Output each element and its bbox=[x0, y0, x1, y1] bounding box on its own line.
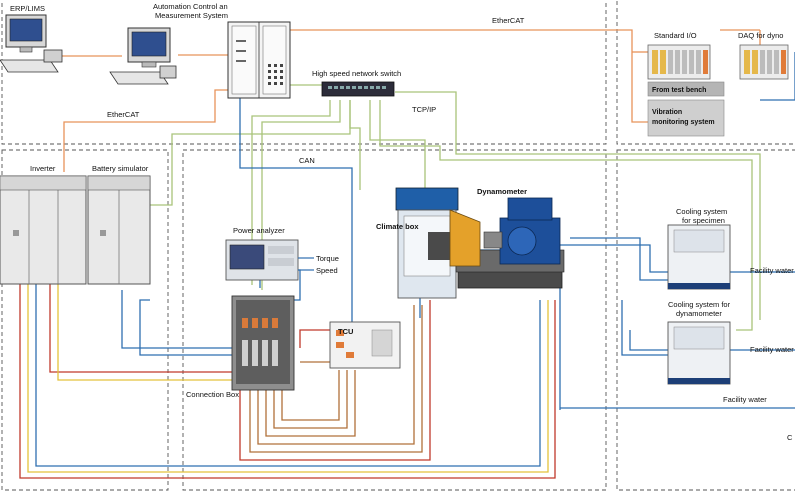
can-label: CAN bbox=[299, 156, 315, 165]
tcu-label: TCU bbox=[338, 327, 353, 336]
acms-label-line1: Automation Control an bbox=[153, 2, 228, 11]
cooling-specimen-label-line1: Cooling system bbox=[676, 207, 727, 216]
power-analyzer-label: Power analyzer bbox=[233, 226, 285, 235]
daq-dyno-label: DAQ for dyno bbox=[738, 31, 783, 40]
cooling-specimen-label-line2: for specimen bbox=[682, 216, 725, 225]
acms-computer-icon bbox=[109, 27, 177, 85]
acms-cabinet bbox=[227, 21, 291, 99]
climate-box-label: Climate box bbox=[376, 222, 419, 231]
speed-label: Speed bbox=[316, 266, 338, 275]
daq-dyno-module bbox=[739, 44, 789, 80]
from-test-bench-box bbox=[647, 81, 725, 97]
vibration-monitoring-box bbox=[647, 99, 725, 137]
switch-label: High speed network switch bbox=[312, 69, 401, 78]
ethercat-top-label: EtherCAT bbox=[492, 16, 525, 25]
dynamometer-label: Dynamometer bbox=[477, 187, 527, 196]
power-analyzer bbox=[225, 239, 299, 281]
network-switch bbox=[321, 81, 395, 97]
cooling-dyno-unit bbox=[667, 321, 731, 385]
erp-computer-icon bbox=[0, 14, 63, 73]
from-test-bench-label: From test bench bbox=[652, 87, 706, 94]
cooling-dyno-label-line1: Cooling system for bbox=[668, 300, 731, 309]
tcpip-label: TCP/IP bbox=[412, 105, 436, 114]
edge-cutoff-label: C bbox=[787, 433, 793, 442]
climate-box bbox=[395, 187, 459, 299]
connection-box bbox=[231, 295, 295, 391]
vibration-label-line1: Vibration bbox=[652, 109, 682, 116]
ethercat-lines bbox=[62, 29, 761, 172]
acms-label-line2: Measurement System bbox=[155, 11, 228, 20]
region-cooling-right bbox=[616, 149, 795, 491]
standard-io-label: Standard I/O bbox=[654, 31, 697, 40]
torque-label: Torque bbox=[316, 254, 339, 263]
erp-label: ERP/LIMS bbox=[10, 4, 45, 13]
cooling-dyno-label-line2: dynamometer bbox=[676, 309, 722, 318]
standard-io-module bbox=[647, 44, 711, 80]
battery-simulator-cabinet bbox=[87, 175, 151, 285]
region-control-top bbox=[1, 0, 607, 145]
cooling-specimen-unit bbox=[667, 224, 731, 290]
facility-water-label-1: Facility water bbox=[750, 266, 794, 275]
ethercat-left-label: EtherCAT bbox=[107, 110, 140, 119]
facility-water-label-2: Facility water bbox=[750, 345, 794, 354]
vibration-label-line2: monitoring system bbox=[652, 119, 715, 126]
inverter-cabinet bbox=[0, 175, 87, 285]
region-io-top-right bbox=[616, 0, 795, 145]
region-power-left bbox=[1, 149, 169, 491]
connection-box-label: Connection Box bbox=[186, 390, 239, 399]
tcu-unit bbox=[329, 321, 401, 369]
tcpip-lines bbox=[150, 84, 761, 331]
facility-water-label-3: Facility water bbox=[723, 395, 767, 404]
region-test-bench bbox=[182, 149, 607, 491]
power-cables bbox=[19, 280, 556, 479]
inverter-label: Inverter bbox=[30, 164, 56, 173]
battery-simulator-label: Battery simulator bbox=[92, 164, 149, 173]
dynamometer bbox=[449, 197, 565, 289]
